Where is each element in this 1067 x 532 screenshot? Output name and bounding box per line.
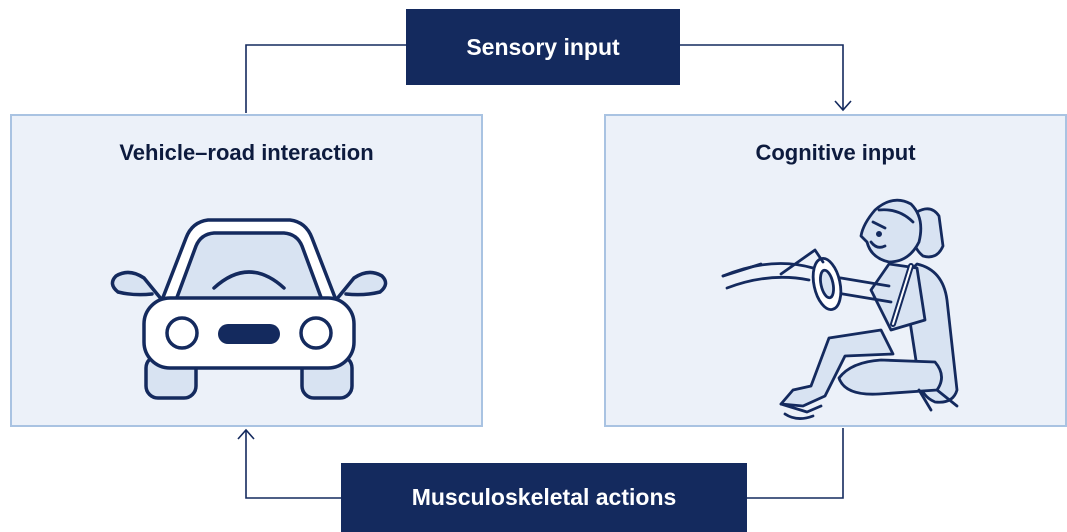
driver-seated-icon — [721, 198, 959, 420]
arrowhead-up — [237, 428, 255, 440]
sensory-input-label: Sensory input — [466, 33, 620, 60]
arrowhead-down — [834, 100, 852, 112]
cognitive-input-title: Cognitive input — [755, 140, 916, 165]
musculoskeletal-actions-label: Musculoskeletal actions — [411, 484, 677, 510]
sensory-input-box: Sensory input — [406, 9, 680, 85]
connector-top-left — [245, 44, 406, 113]
connector-top-right — [680, 44, 844, 110]
car-front-icon — [110, 218, 388, 400]
musculoskeletal-actions-box: Musculoskeletal actions — [341, 463, 747, 532]
vehicle-road-title: Vehicle–road interaction — [119, 140, 374, 165]
cognitive-panel: Cognitive input — [604, 114, 1067, 427]
vehicle-road-panel: Vehicle–road interaction — [10, 114, 483, 427]
connector-bottom-right — [747, 428, 844, 499]
connector-bottom-left — [245, 430, 341, 499]
